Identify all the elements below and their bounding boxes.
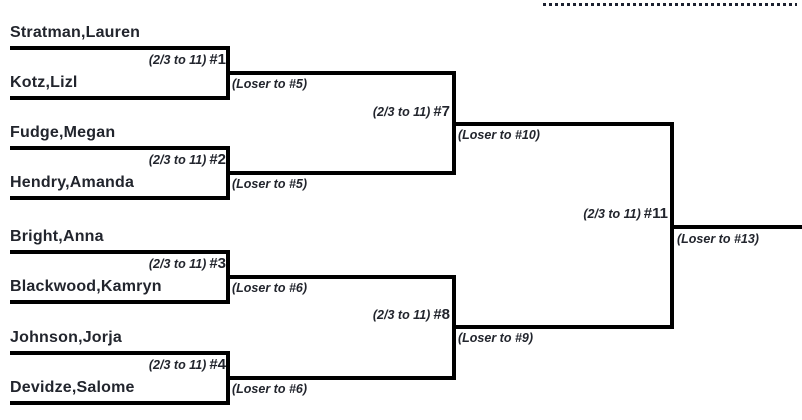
match11-scoring-label: (2/3 to 11) [583, 207, 641, 221]
match4-label: (2/3 to 11)#4 [149, 356, 226, 374]
champion-line [670, 225, 802, 229]
match3-winner-line [226, 275, 456, 279]
match7-scoring-label: (2/3 to 11) [372, 105, 431, 119]
match1-winner-line [226, 71, 456, 75]
match4-loser-note: (Loser to #6) [232, 382, 308, 396]
match11-loser-note: (Loser to #13) [677, 232, 759, 246]
match7-loser-note: (Loser to #10) [458, 128, 540, 142]
match2-number: #2 [209, 151, 226, 168]
player-stratman-lauren: Stratman,Lauren [10, 24, 141, 41]
match8-scoring-label: (2/3 to 11) [372, 308, 431, 322]
match8-winner-line [452, 325, 674, 329]
match4-top-line [10, 351, 230, 355]
match4-number: #4 [209, 356, 226, 373]
match8-loser-note: (Loser to #9) [458, 331, 534, 345]
player-johnson-jorja: Johnson,Jorja [10, 329, 122, 346]
match1-bottom-line [10, 96, 230, 100]
match3-top-line [10, 250, 230, 254]
match2-loser-note: (Loser to #5) [232, 177, 308, 191]
match7-winner-line [452, 122, 674, 126]
match4-winner-line [226, 376, 456, 380]
match3-label: (2/3 to 11)#3 [149, 255, 226, 273]
match8-number: #8 [433, 306, 450, 323]
match4-scoring-label: (2/3 to 11) [148, 358, 207, 372]
player-blackwood-kamryn: Blackwood,Kamryn [10, 278, 162, 295]
match7-label: (2/3 to 11)#7 [373, 103, 450, 121]
match2-top-line [10, 146, 230, 150]
player-devidze-salome: Devidze,Salome [10, 379, 135, 396]
match1-label: (2/3 to 11)#1 [149, 51, 226, 69]
match1-loser-note: (Loser to #5) [232, 77, 308, 91]
match8-label: (2/3 to 11)#8 [373, 306, 450, 324]
player-fudge-megan: Fudge,Megan [10, 124, 116, 141]
match2-scoring-label: (2/3 to 11) [148, 153, 207, 167]
match2-winner-line [226, 171, 456, 175]
match2-label: (2/3 to 11)#2 [149, 151, 226, 169]
match11-label: (2/3 to 11)#11 [583, 205, 668, 223]
player-bright-anna: Bright,Anna [10, 228, 104, 245]
match1-number: #1 [209, 51, 226, 68]
match1-top-line [10, 46, 230, 50]
match3-loser-note: (Loser to #6) [232, 281, 308, 295]
match2-bottom-line [10, 196, 230, 200]
match3-bottom-line [10, 300, 230, 304]
dotted-separator-line [543, 3, 797, 6]
match3-number: #3 [209, 255, 226, 272]
match7-number: #7 [433, 103, 450, 120]
match1-scoring-label: (2/3 to 11) [148, 53, 207, 67]
match4-bottom-line [10, 401, 230, 405]
match3-scoring-label: (2/3 to 11) [148, 257, 207, 271]
player-kotz-lizl: Kotz,Lizl [10, 74, 78, 91]
player-hendry-amanda: Hendry,Amanda [10, 174, 135, 191]
match11-number: #11 [643, 205, 668, 222]
